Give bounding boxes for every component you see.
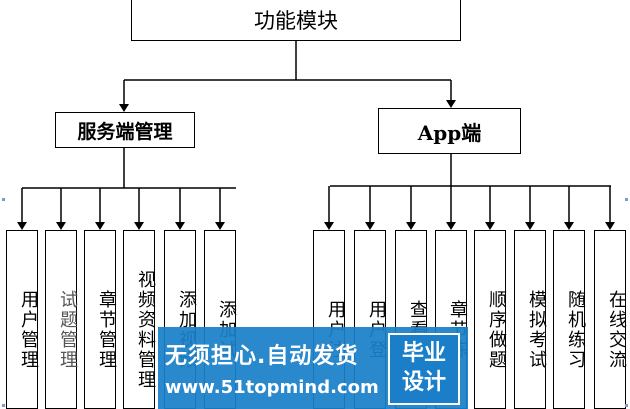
leaf-node-online-chat: 在线交流 bbox=[594, 230, 627, 409]
leaf-arrow bbox=[446, 222, 456, 230]
leaf-node-mock-exam: 模拟考试 bbox=[514, 230, 547, 409]
leaf-node-chapter-management: 章节管理 bbox=[84, 230, 117, 409]
leaf-label: 试题管理 bbox=[57, 289, 78, 370]
leaf-arrow bbox=[215, 222, 225, 230]
watermark-slogan: 无须担心.自动发货 bbox=[165, 344, 359, 369]
root-node: 功能模块 bbox=[131, 0, 461, 41]
leaf-node-user-management: 用户管理 bbox=[6, 230, 39, 409]
arrow-left-branch bbox=[119, 104, 129, 112]
leaf-label: 在线交流 bbox=[606, 289, 627, 370]
leaf-arrow bbox=[134, 222, 144, 230]
leaf-arrow bbox=[175, 222, 185, 230]
root-node-label: 功能模块 bbox=[254, 8, 338, 33]
selection-handle bbox=[625, 404, 628, 407]
leaf-arrow bbox=[95, 222, 105, 230]
leaf-arrow bbox=[564, 222, 574, 230]
leaf-label: 随机练习 bbox=[565, 289, 586, 370]
leaf-arrow bbox=[485, 222, 495, 230]
arrow-right-branch bbox=[446, 100, 456, 108]
leaf-label: 顺序做题 bbox=[486, 289, 507, 370]
leaf-label: 用户管理 bbox=[18, 289, 39, 370]
leaf-label: 模拟考试 bbox=[526, 289, 547, 370]
leaf-node-question-management: 试题管理 bbox=[45, 230, 78, 409]
leaf-label: 视频资料管理 bbox=[135, 269, 156, 390]
leaf-arrow bbox=[605, 222, 615, 230]
watermark-badge-bottom: 设计 bbox=[401, 370, 446, 395]
leaf-label: 章节管理 bbox=[96, 289, 117, 370]
selection-handle bbox=[2, 404, 5, 407]
left-leaf-connectors bbox=[17, 188, 225, 230]
right-leaf-connectors bbox=[324, 186, 615, 230]
leaf-arrow bbox=[525, 222, 535, 230]
leaf-arrow bbox=[365, 222, 375, 230]
branch-node-server-label: 服务端管理 bbox=[77, 120, 173, 143]
leaf-arrow bbox=[56, 222, 66, 230]
leaf-arrow bbox=[324, 222, 334, 230]
watermark-badge-top: 毕业 bbox=[401, 341, 446, 367]
watermark-url: www.51topmind.com bbox=[165, 377, 379, 398]
selection-handle bbox=[625, 198, 628, 201]
leaf-node-video-material-management: 视频资料管理 bbox=[123, 230, 156, 409]
leaf-node-random-practice: 随机练习 bbox=[553, 230, 586, 409]
watermark-badge: 毕业 设计 bbox=[388, 333, 460, 405]
leaf-node-sequential-practice: 顺序做题 bbox=[474, 230, 507, 409]
leaf-arrow bbox=[17, 222, 27, 230]
selection-handle bbox=[2, 198, 5, 201]
branch-node-server: 服务端管理 bbox=[55, 112, 195, 148]
leaf-arrow bbox=[406, 222, 416, 230]
branch-node-app: App端 bbox=[378, 108, 521, 154]
branch-node-app-label: App端 bbox=[417, 120, 482, 145]
